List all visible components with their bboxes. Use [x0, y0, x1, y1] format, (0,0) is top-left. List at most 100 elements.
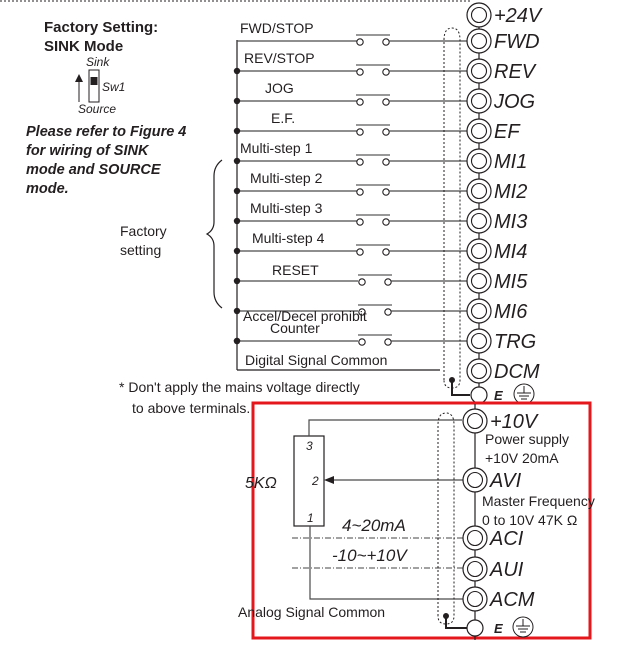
warning-line: * Don't apply the mains voltage directly	[119, 379, 360, 395]
wiper-arrow-icon	[324, 476, 334, 484]
terminal-circle-icon	[466, 178, 492, 204]
analog-terminal: AUI	[462, 556, 524, 582]
terminal-inner-ring	[470, 92, 488, 110]
earth-terminal-label: E	[494, 388, 503, 403]
switch-contact	[382, 68, 390, 76]
switch-contact	[356, 248, 364, 256]
switch-contact	[384, 278, 392, 286]
terminal-circle-icon	[466, 358, 492, 384]
digital-input-row: E.F.	[233, 110, 470, 136]
refer-note-line: for wiring of SINK	[26, 143, 150, 159]
terminal-circle-icon	[466, 238, 492, 264]
digital-signal-common-label: Digital Signal Common	[245, 352, 387, 368]
terminal-label: AVI	[489, 470, 522, 492]
junction-dot	[233, 217, 241, 225]
terminal-inner-ring	[470, 272, 488, 290]
digital-input-row: FWD/STOP	[237, 20, 470, 46]
digital-input-row: JOG	[233, 80, 470, 106]
terminal-label: EF	[494, 121, 521, 143]
terminal-label: FWD	[494, 31, 540, 53]
wire-10v	[308, 419, 462, 436]
switch-contact	[356, 158, 364, 166]
junction-dot	[233, 97, 241, 105]
junction-dot	[233, 187, 241, 195]
aci-range-label: 4~20mA	[342, 516, 406, 535]
switch-contact	[358, 338, 366, 346]
terminal-label: MI3	[494, 211, 527, 233]
terminal-circle-icon	[470, 386, 488, 404]
input-function-label: FWD/STOP	[240, 20, 314, 36]
digital-input-row: RESET	[233, 262, 470, 286]
factory-setting-title: Factory Setting:	[44, 19, 158, 36]
switch-contact	[382, 158, 390, 166]
analog-section: 3 2 1 5KΩ 4~20mA -10~+10V Analog Signal …	[238, 404, 595, 640]
sink-mode-title: SINK Mode	[44, 38, 123, 55]
analog-section-highlight	[251, 401, 592, 640]
digital-input-row: Multi-step 1	[233, 140, 470, 166]
switch-name-label: Sw1	[102, 80, 125, 94]
switch-contact	[384, 338, 392, 346]
terminal-label: AUI	[489, 559, 524, 581]
terminal-inner-ring	[470, 182, 488, 200]
junction-dot	[233, 277, 241, 285]
power-supply-desc: +10V 20mA	[485, 450, 559, 466]
input-function-label: REV/STOP	[244, 50, 315, 66]
terminal-inner-ring	[470, 242, 488, 260]
terminal-label: DCM	[494, 361, 540, 383]
switch-source-label: Source	[78, 102, 116, 116]
refer-note-line: mode and SOURCE	[26, 162, 162, 178]
switch-contact	[382, 98, 390, 106]
digital-input-row: Multi-step 2	[233, 170, 470, 196]
terminal: FWD	[466, 28, 540, 54]
switch-contact	[382, 38, 390, 46]
junction-dot	[233, 67, 241, 75]
junction-dot	[233, 127, 241, 135]
pot-pin-label: 2	[311, 474, 319, 488]
terminal-inner-ring	[466, 560, 484, 578]
potentiometer-value: 5KΩ	[245, 475, 277, 492]
terminal: EF	[466, 118, 521, 144]
warning-line: to above terminals.	[132, 400, 250, 416]
terminal: MI6	[466, 298, 528, 324]
terminal-circle-icon	[466, 2, 492, 28]
refer-note-line: mode.	[26, 181, 69, 197]
analog-signal-common-label: Analog Signal Common	[238, 604, 385, 620]
terminal-inner-ring	[470, 62, 488, 80]
input-function-label: Accel/Decel prohibit	[243, 308, 367, 324]
digital-input-row: Counter	[233, 320, 470, 346]
terminal-inner-ring	[470, 362, 488, 380]
terminal-inner-ring	[470, 152, 488, 170]
terminal-inner-ring	[470, 332, 488, 350]
terminal-label: ACM	[489, 589, 535, 611]
factory-setting-label: setting	[120, 242, 161, 258]
terminal-label: +10V	[490, 411, 539, 433]
digital-input-row: REV/STOP	[233, 50, 470, 76]
switch-contact	[382, 218, 390, 226]
analog-terminal: +10V	[462, 408, 539, 434]
analog-terminal: ACM	[462, 586, 535, 612]
switch-contact	[356, 128, 364, 136]
digital-input-row: Multi-step 4	[233, 230, 470, 256]
wire-acm	[309, 526, 465, 600]
switch-contact	[356, 38, 364, 46]
switch-contact	[358, 308, 366, 316]
terminal-label: MI4	[494, 241, 527, 263]
terminal-circle-icon	[462, 408, 488, 434]
terminal: MI4	[466, 238, 527, 264]
terminal-circle-icon	[466, 88, 492, 114]
terminal-circle-icon	[466, 328, 492, 354]
junction-dot	[233, 247, 241, 255]
terminal-circle-icon	[466, 208, 492, 234]
terminal-inner-ring	[470, 122, 488, 140]
terminal-label: REV	[494, 61, 537, 83]
terminal: MI1	[466, 148, 527, 174]
input-function-label: Multi-step 4	[252, 230, 325, 246]
terminal: +24V	[466, 2, 543, 28]
terminal-label: MI6	[494, 301, 528, 323]
digital-shield-loop	[443, 27, 461, 389]
terminal-inner-ring	[466, 529, 484, 547]
junction-dot	[233, 337, 241, 345]
